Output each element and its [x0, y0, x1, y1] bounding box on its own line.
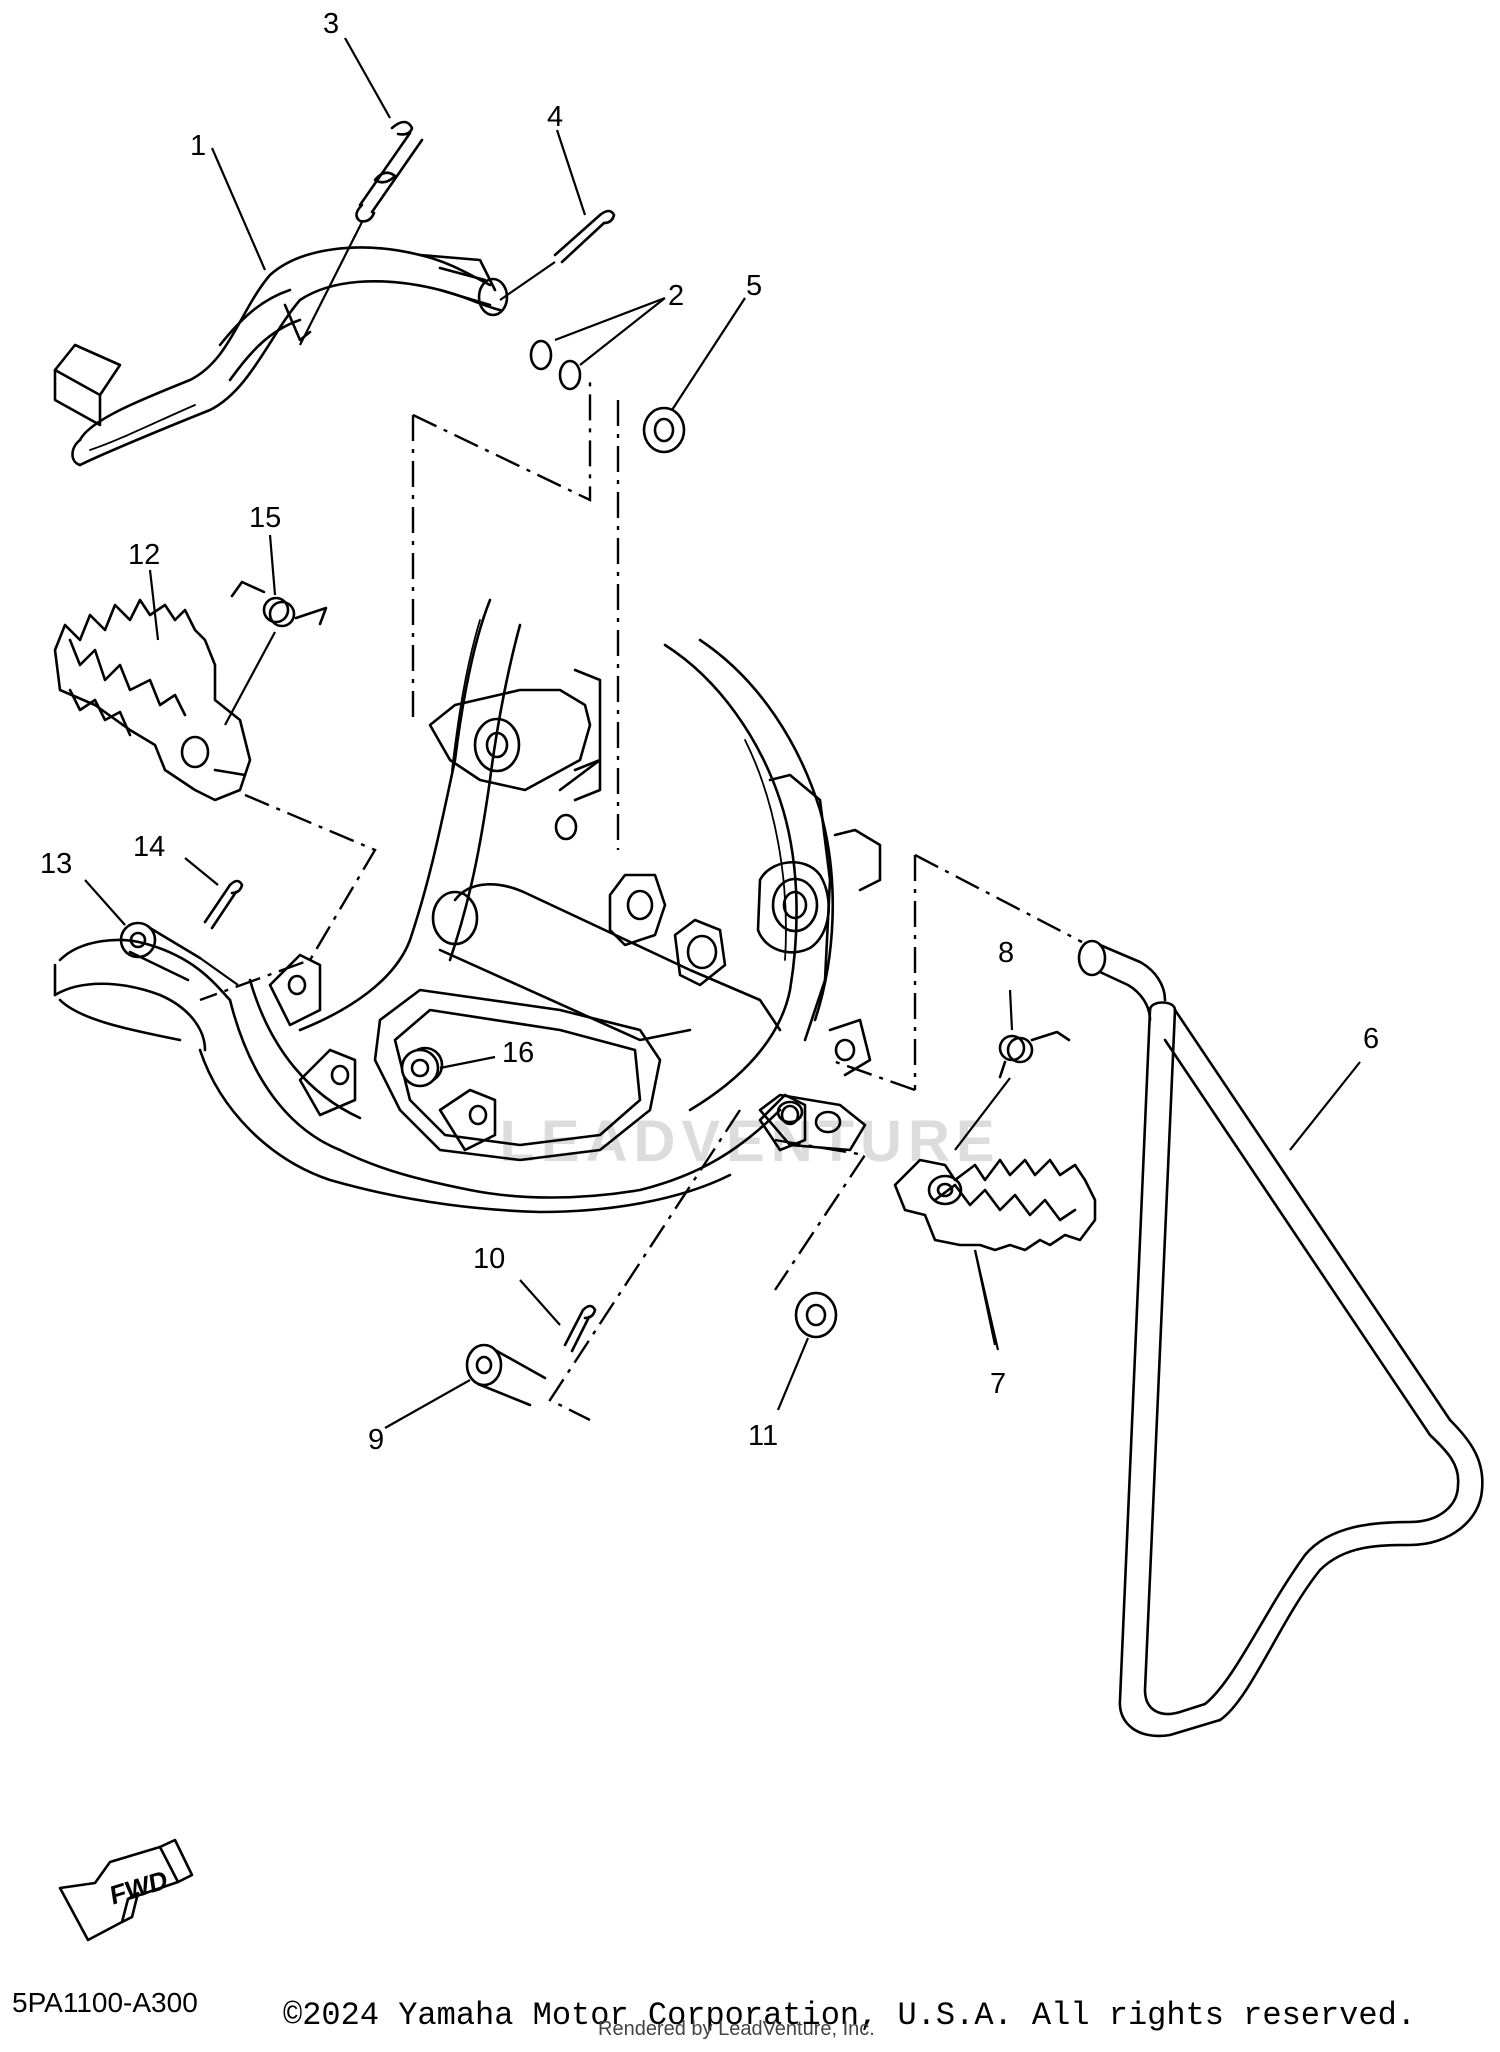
callout-1: 1 [190, 130, 206, 162]
cotter-pin-14[interactable] [203, 879, 244, 930]
washer-11[interactable] [776, 1291, 838, 1411]
leader-15 [268, 534, 277, 596]
assembly-line-left-footrest [199, 793, 377, 1002]
collar-16[interactable] [400, 1048, 496, 1088]
callout-8: 8 [998, 937, 1014, 969]
callout-5: 5 [746, 270, 762, 302]
leader-1 [210, 147, 267, 271]
leader-5 [671, 297, 746, 411]
sidestand[interactable] [1077, 939, 1484, 1738]
copyright-text: ©2024 Yamaha Motor Corporation, U.S.A. A… [283, 1997, 1416, 2034]
callout-16: 16 [502, 1037, 534, 1069]
frame [53, 598, 882, 1214]
washer-5[interactable] [642, 406, 686, 454]
left-footrest[interactable] [53, 598, 252, 802]
footrest-spring-15[interactable] [224, 580, 328, 726]
leader-12 [148, 569, 160, 641]
diagram-code: 5PA1100-A300 [12, 1987, 198, 2018]
cotter-pin-10[interactable] [519, 1279, 597, 1353]
leader-14 [184, 857, 219, 886]
footrest-spring-8[interactable] [954, 989, 1071, 1151]
leader-3 [344, 37, 391, 119]
cotter-pin-4[interactable] [499, 209, 616, 301]
assembly-line-stand [829, 853, 1083, 1092]
callout-3: 3 [323, 8, 339, 40]
leader-4 [555, 129, 587, 216]
pin-9[interactable] [384, 1343, 547, 1429]
callout-13: 13 [40, 848, 72, 880]
o-rings[interactable] [529, 339, 582, 391]
leader-13 [84, 879, 126, 926]
leader-7 [973, 1249, 1000, 1351]
pin-13[interactable] [119, 921, 239, 986]
right-footrest[interactable] [893, 1158, 1097, 1346]
callout-6: 6 [1363, 1023, 1379, 1055]
callout-7: 7 [990, 1368, 1006, 1400]
leader-2 [554, 296, 666, 366]
watermark: LEADVENTURE [499, 1109, 1001, 1174]
callout-11: 11 [748, 1420, 778, 1452]
callout-2: 2 [668, 280, 684, 312]
assembly-line-pedal [411, 380, 592, 725]
callout-10: 10 [473, 1243, 505, 1275]
assembly-line-right-footrest [548, 1109, 868, 1422]
callout-15: 15 [249, 502, 281, 534]
callout-9: 9 [368, 1424, 384, 1456]
fwd-arrow-icon: FWD [58, 1838, 194, 1942]
pedal-return-spring[interactable] [299, 120, 424, 346]
brake-pedal[interactable] [53, 246, 509, 467]
callout-14: 14 [133, 831, 165, 863]
rendered-by-text: Rendered by LeadVenture, Inc. [598, 2018, 875, 2040]
fwd-label: FWD [108, 1864, 169, 1911]
callout-12: 12 [128, 539, 160, 571]
callout-4: 4 [547, 101, 563, 133]
